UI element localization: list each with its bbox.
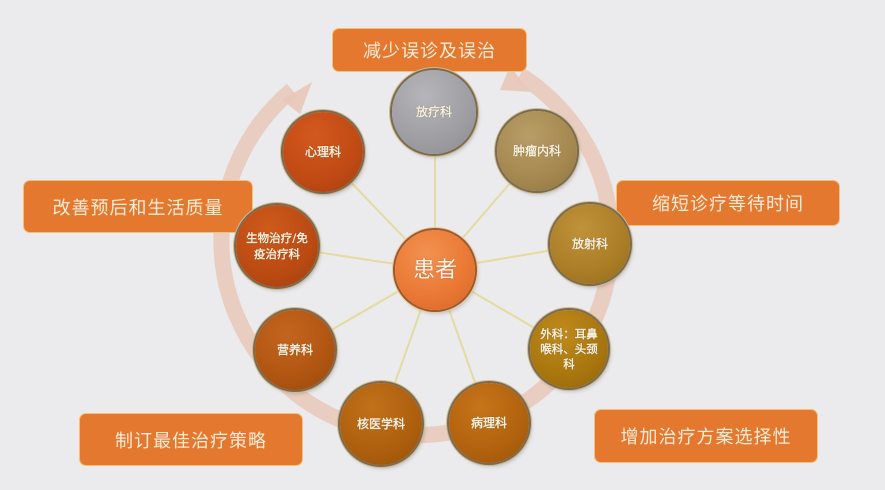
goal-shorten-wait: 缩短诊疗等待时间	[617, 181, 839, 225]
cycle-arrowhead-icon	[282, 82, 312, 114]
cycle-arrowhead-icon	[500, 66, 530, 92]
node-radiology: 放射科	[550, 204, 630, 284]
node-pathology: 病理科	[449, 383, 529, 463]
node-bio-immuno: 生物治疗/免疫治疗科	[236, 205, 318, 287]
node-nuclear-medicine: 核医学科	[340, 383, 422, 465]
goal-optimal-strategy: 制订最佳治疗策略	[80, 414, 302, 465]
goal-increase-options: 增加治疗方案选择性	[595, 410, 817, 462]
node-nutrition: 营养科	[255, 310, 335, 390]
node-radiotherapy: 放疗科	[392, 70, 476, 154]
node-surgery-ent: 外科：耳鼻喉科、头颈科	[530, 310, 608, 388]
node-patient-center: 患者	[395, 230, 475, 310]
node-oncology: 肿瘤内科	[497, 111, 577, 191]
goal-improve-prognosis: 改善预后和生活质量	[24, 181, 252, 232]
node-psychology: 心理科	[283, 112, 363, 192]
goal-reduce-misdiagnosis: 减少误诊及误治	[333, 29, 526, 71]
